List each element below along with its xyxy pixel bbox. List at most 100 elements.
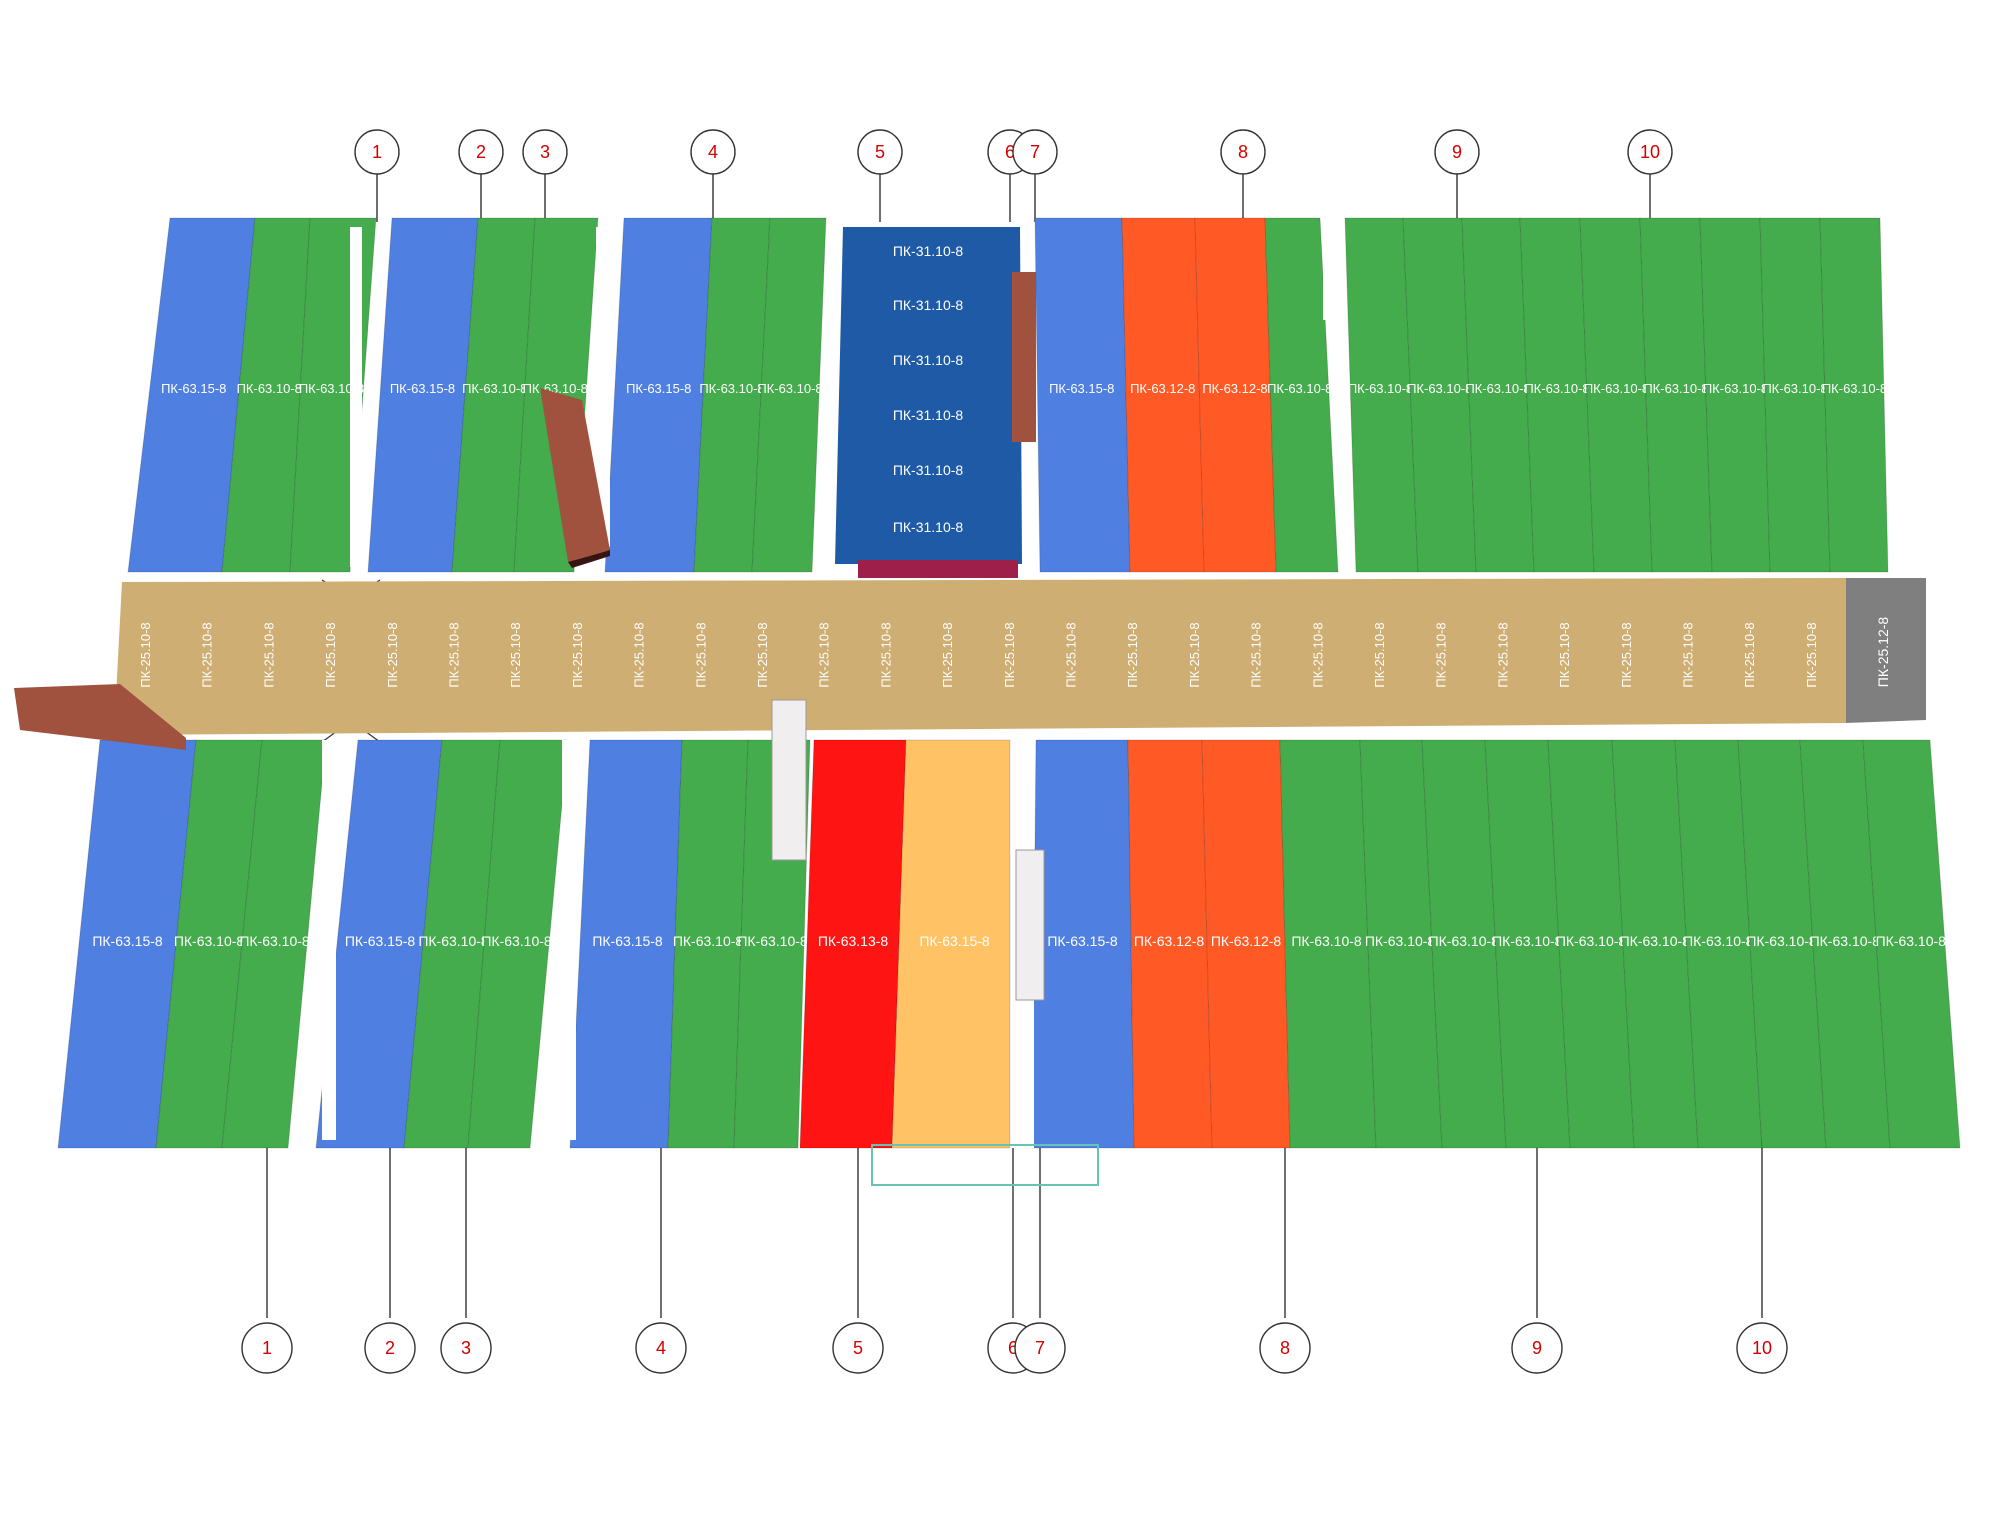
slab-label: ПК-63.15-8 [919,933,990,949]
axis-marker-bottom-label: 1 [262,1338,272,1358]
slab-label: ПК-63.10-8 [1267,381,1332,396]
slab-label: ПК-63.10-8 [239,933,310,949]
axis-marker-top-label: 6 [1005,142,1015,162]
axis-marker-bottom-circle [1014,1322,1066,1374]
corridor-slab-label: ПК-25.10-8 [1372,622,1387,687]
slab-label: ПК-63.10-8 [1365,933,1436,949]
slab-label: ПК-63.12-8 [1211,933,1282,949]
corridor-slab-label: ПК-25.10-8 [261,622,276,687]
slab-green [1819,217,1889,573]
slab-label: ПК-63.10-8 [1762,381,1827,396]
walls-layer [14,272,1099,1186]
corridor-slab-label: ПК-25.10-8 [878,622,893,687]
axis-marker-bottom-circle [1736,1322,1788,1374]
slab-gap [562,740,576,1140]
slab-gap [350,227,362,567]
slab-label: ПК-63.10-8 [1822,381,1887,396]
axis-marker-bottom-label: 7 [1035,1338,1045,1358]
axis-marker-top-circle [1627,129,1673,175]
block-column [1015,849,1045,1001]
stair-slab-label: ПК-31.10-8 [893,352,964,368]
corridor-slab-label: ПК-25.10-8 [1804,622,1819,687]
slab-label: ПК-63.10-8 [1584,381,1649,396]
slab-label: ПК-63.10-8 [699,381,764,396]
slab-label: ПК-63.10-8 [462,381,527,396]
brick-wall-shadow [568,550,610,568]
slab-label: ПК-63.12-8 [1130,381,1195,396]
axis-marker-bottom-label: 9 [1532,1338,1542,1358]
slab-label: ПК-63.15-8 [1049,381,1114,396]
slab-label: ПК-63.15-8 [345,933,416,949]
slab-green [221,739,327,1149]
slab-label: ПК-63.15-8 [592,933,663,949]
corridor-slab-label: ПК-25.10-8 [755,622,770,687]
slab-green [751,217,827,573]
axis-marker-top-circle [857,129,903,175]
slab-label: ПК-63.10-8 [174,933,245,949]
slab-label: ПК-63.12-8 [1134,933,1205,949]
corridor-slab-label: ПК-25.10-8 [323,622,338,687]
axis-marker-bottom-circle [832,1322,884,1374]
slab-label: ПК-63.10-8 [1683,933,1754,949]
axis-marker-bottom-label: 8 [1280,1338,1290,1358]
corridor-slab-label: ПК-25.10-8 [1249,622,1264,687]
slab-label: ПК-63.10-8 [1348,381,1413,396]
slab-label: ПК-63.10-8 [1643,381,1708,396]
corridor-slab-label: ПК-25.10-8 [138,622,153,687]
corridor-slab-label: ПК-25.10-8 [1619,622,1634,687]
corridor-slab-label: ПК-25.10-8 [1064,622,1079,687]
axis-marker-bottom-circle [1259,1322,1311,1374]
slab-label: ПК-63.10-8 [523,381,588,396]
axis-marker-top-label: 4 [708,142,718,162]
corridor-slab-label: ПК-25.10-8 [385,622,400,687]
corridor-slab-label: ПК-25.10-8 [1187,622,1202,687]
axis-marker-top-label: 7 [1030,142,1040,162]
axis-marker-bottom-circle [635,1322,687,1374]
slab-label: ПК-63.10-8 [1465,381,1530,396]
slab-label: ПК-63.10-8 [757,381,822,396]
axis-marker-top-circle [1012,129,1058,175]
axis-marker-bottom-label: 5 [853,1338,863,1358]
brick-wall [14,684,186,750]
slab-label: ПК-63.10-8 [1407,381,1472,396]
corridor-slab-label: ПК-25.10-8 [693,622,708,687]
corridor-slab-label: ПК-25.10-8 [1557,622,1572,687]
corridor-slab-label: ПК-25.10-8 [940,622,955,687]
axis-marker-top-circle [690,129,736,175]
brick-wall [540,388,610,562]
stair-landing [858,560,1018,578]
axis-marker-top-label: 5 [875,142,885,162]
slab-label: ПК-63.15-8 [92,933,163,949]
axis-marker-bottom-label: 3 [461,1338,471,1358]
slabs-layer: ПК-31.10-8ПК-31.10-8ПК-31.10-8ПК-31.10-8… [57,217,1961,1149]
slab-gap [1323,227,1335,320]
slab-label: ПК-63.12-8 [1202,381,1267,396]
axis-marker-bottom-circle [364,1322,416,1374]
axis-marker-bottom-label: 6 [1008,1338,1018,1358]
slab-label: ПК-63.10-8 [737,933,808,949]
corridor-strip [114,578,1846,735]
slab-label: ПК-63.10-8 [1703,381,1768,396]
slab-label: ПК-63.10-8 [481,933,552,949]
slab-label: ПК-63.10-8 [237,381,302,396]
corridor-slab-label: ПК-25.10-8 [200,622,215,687]
corridor-slab-label: ПК-25.10-8 [1125,622,1140,687]
slab-label: ПК-63.10-8 [673,933,744,949]
axis-marker-bottom-label: 10 [1752,1338,1772,1358]
slab-label: ПК-63.10-8 [1291,933,1362,949]
stair-slab-label: ПК-31.10-8 [893,243,964,259]
axis-marker-bottom-label: 4 [656,1338,666,1358]
slab-label: ПК-63.10-8 [1556,933,1627,949]
axis-marker-top-circle [458,129,504,175]
slab-label: ПК-63.10-8 [299,381,364,396]
slab-green [1862,739,1961,1149]
axis-marker-top-circle [522,129,568,175]
axis-marker-top-label: 9 [1452,142,1462,162]
slab-gap [322,740,336,1140]
corridor-slab-label: ПК-25.10-8 [1002,622,1017,687]
corridor-slab-label: ПК-25.10-8 [447,622,462,687]
slab-label: ПК-63.10-8 [1746,933,1817,949]
slab-label: ПК-63.15-8 [626,381,691,396]
